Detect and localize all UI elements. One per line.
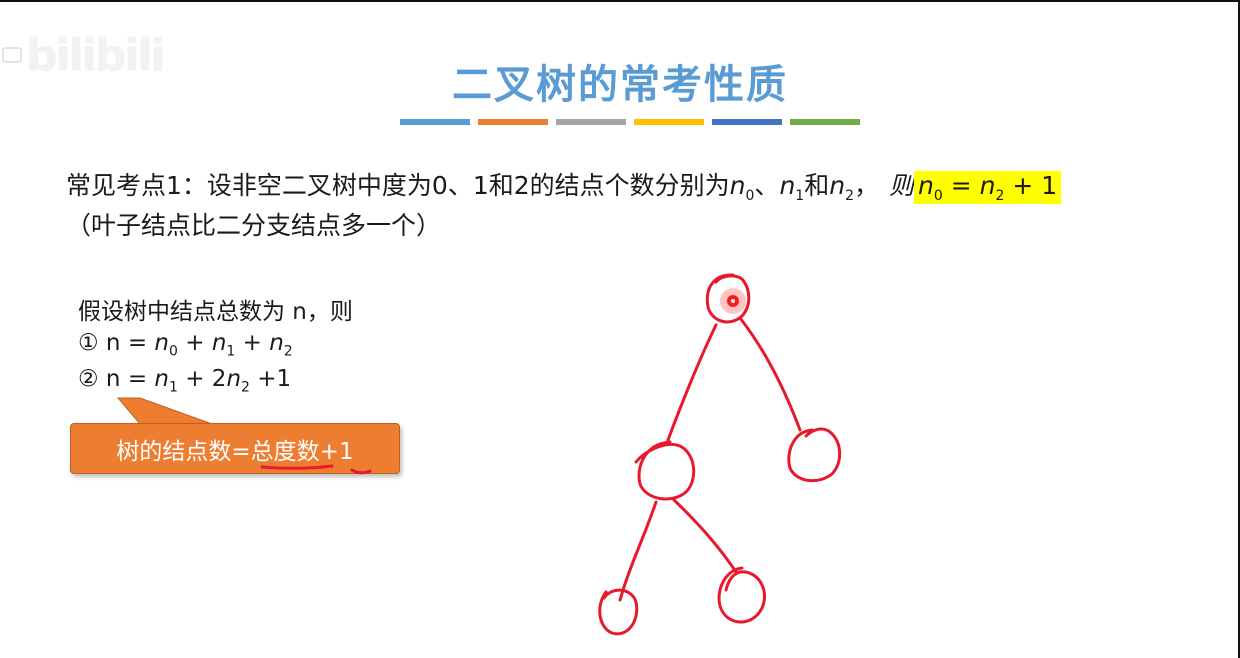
- accent-bar: [400, 119, 470, 125]
- tree-edge: [666, 323, 718, 442]
- accent-bar: [790, 119, 860, 125]
- equation-1: ① n = n0 + n1 + n2: [78, 330, 293, 360]
- exam-point-1: 常见考点1：设非空二叉树中度为0、1和2的结点个数分别为 n0 、 n1 和 n…: [66, 166, 1062, 204]
- callout-box: 树的结点数=总度数+1: [70, 423, 400, 474]
- underline-tick: [350, 468, 372, 475]
- exam-point-1-note: （叶子结点比二分支结点多一个）: [66, 211, 442, 240]
- top-border: [0, 0, 1240, 2]
- underline-annotation: [260, 464, 334, 470]
- tree-edge: [618, 500, 658, 602]
- highlighted-formula: n0 = n2 + 1: [914, 171, 1062, 204]
- comma: ，: [854, 171, 880, 200]
- and-word: 和: [804, 171, 830, 200]
- n1-symbol: n1: [779, 171, 805, 204]
- tree-node-leaf-right: [717, 566, 766, 624]
- tree-edge: [672, 498, 738, 574]
- accent-bar: [712, 119, 782, 125]
- accent-bars: [400, 119, 860, 125]
- accent-bar: [478, 119, 548, 125]
- tv-icon: [2, 47, 22, 63]
- slide-title: 二叉树的常考性质: [452, 62, 788, 108]
- accent-bar: [556, 119, 626, 125]
- separator: 、: [754, 171, 780, 200]
- right-border: [1238, 0, 1240, 658]
- tree-node-root: [705, 273, 751, 324]
- callout-text: 树的结点数=总度数+1: [116, 438, 354, 465]
- then-word: 则: [889, 171, 915, 200]
- assumption-text: 假设树中结点总数为 n，则: [78, 299, 353, 325]
- tree-edge: [738, 316, 802, 432]
- tree-node-right: [787, 427, 842, 483]
- bilibili-watermark: bilibili: [2, 28, 165, 82]
- watermark-text: bilibili: [26, 29, 165, 81]
- equation-2: ② n = n1 + 2n2 +1: [78, 366, 292, 396]
- tree-node-leaf-left: [598, 588, 639, 636]
- n2-symbol: n2: [829, 171, 855, 204]
- tree-node-left: [634, 440, 696, 501]
- point-prefix: 常见考点1：设非空二叉树中度为0、1和2的结点个数分别为: [66, 171, 730, 200]
- n0-symbol: n0: [729, 171, 755, 204]
- accent-bar: [634, 119, 704, 125]
